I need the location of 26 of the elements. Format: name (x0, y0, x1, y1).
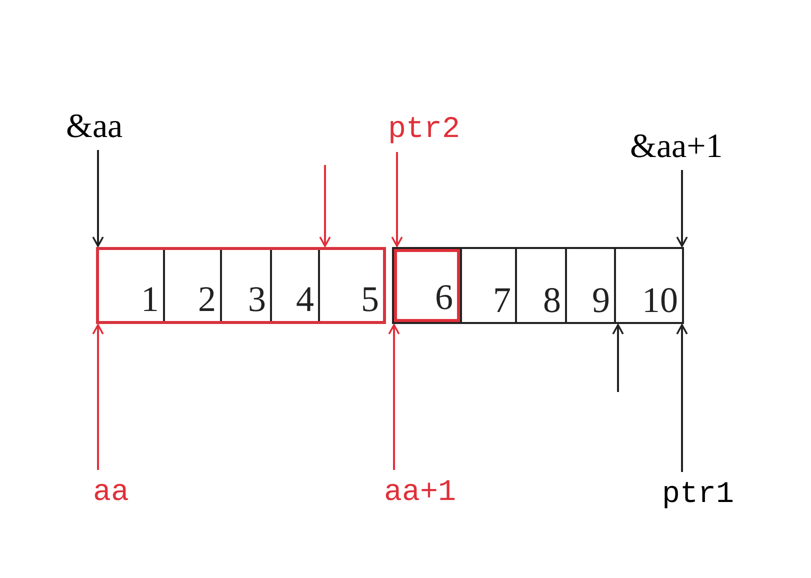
array-cell: 6 (394, 249, 460, 322)
array-half-box (96, 247, 386, 324)
pointer-arrow (676, 324, 688, 472)
pointer-name: aa+1 (384, 478, 456, 508)
array-cell: 8 (515, 249, 565, 322)
pointer-arrow (92, 150, 104, 247)
pointer-arrow (92, 324, 104, 470)
pointer-arrow (388, 324, 400, 470)
array-half-box (392, 247, 684, 324)
array-cell: 3 (220, 250, 270, 321)
array-cell: 1 (99, 250, 163, 321)
pointer-name: ptr2 (388, 115, 460, 145)
array-cell: 10 (614, 249, 682, 322)
pointer-arrow (319, 165, 331, 247)
pointer-arrow (612, 324, 624, 392)
pointer-arrow (391, 152, 403, 247)
array-cell: 7 (460, 249, 515, 322)
pointer-arrow (676, 170, 688, 247)
array-cell: 9 (565, 249, 614, 322)
array-cell: 2 (163, 250, 220, 321)
pointer-name: aa (93, 478, 130, 508)
pointer-name: &aa+1 (630, 130, 723, 164)
pointer-name: &aa (66, 110, 123, 144)
pointer-name: ptr1 (662, 480, 734, 510)
array-cell: 5 (318, 250, 383, 321)
array-cell: 4 (270, 250, 318, 321)
